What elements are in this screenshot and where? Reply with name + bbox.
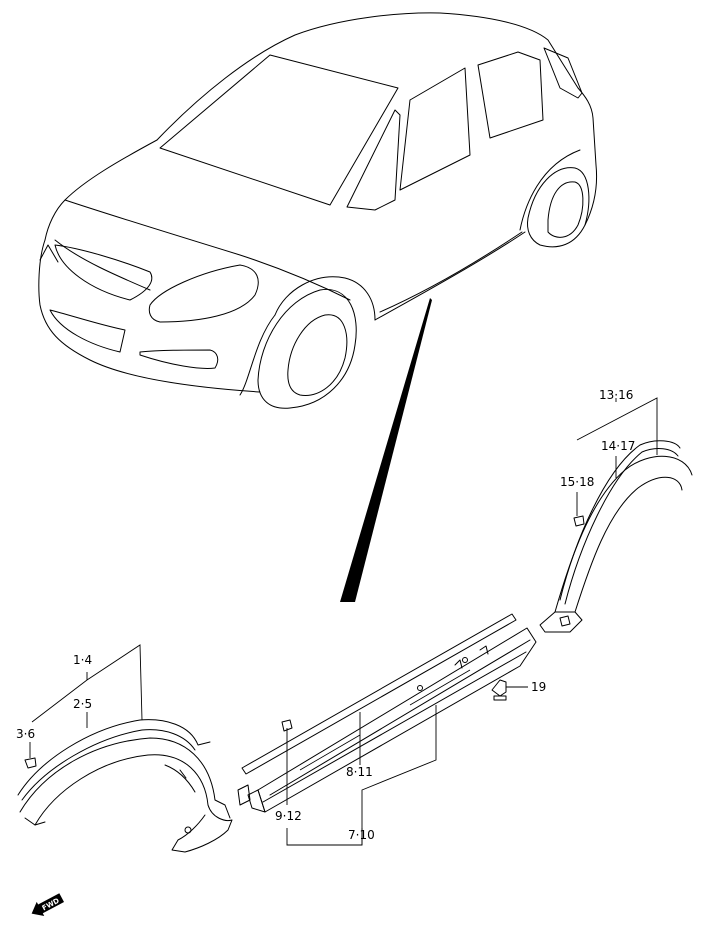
callout-9-12: 9·12	[275, 809, 302, 823]
rear-fender-extension	[539, 440, 693, 633]
fwd-arrow-icon: FWD	[31, 893, 65, 916]
side-sill-garnish	[237, 613, 537, 813]
callout-13-16: 13·16	[599, 388, 633, 402]
callout-7-10: 7·10	[348, 828, 375, 842]
callout-15-18: 15·18	[560, 475, 594, 489]
leader-lines	[29, 397, 658, 846]
callout-1-4: 1·4	[73, 653, 92, 667]
callout-14-17: 14·17	[601, 439, 635, 453]
car-outline	[38, 12, 598, 409]
fwd-label: FWD	[41, 897, 61, 913]
callout-2-5: 2·5	[73, 697, 92, 711]
callout-3-6: 3·6	[16, 727, 35, 741]
front-fender-extension	[17, 719, 233, 853]
callout-19: 19	[531, 680, 546, 694]
fender-clip	[24, 757, 37, 769]
pointer-wedge	[340, 298, 432, 602]
sill-clip	[281, 719, 293, 732]
callout-8-11: 8·11	[346, 765, 373, 779]
rear-fender-clip	[573, 515, 585, 527]
retainer-clip	[491, 679, 507, 701]
